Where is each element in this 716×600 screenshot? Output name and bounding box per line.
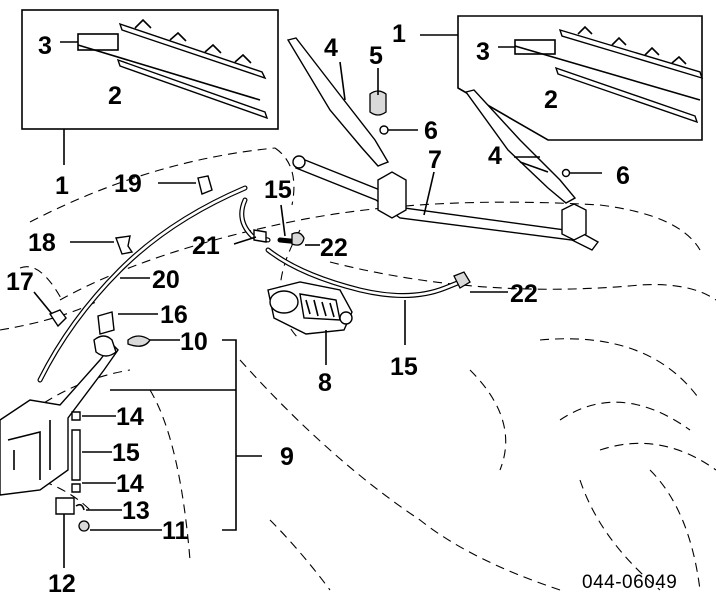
pump-grommet-11 (78, 520, 90, 532)
arm-nut-cap (369, 90, 387, 116)
right-blade-box (420, 15, 704, 141)
vehicle-body-outline (0, 147, 716, 591)
hose-joint-right (453, 271, 471, 289)
callout-12: 12 (48, 570, 76, 598)
diagram-code: 044-06049 (582, 572, 677, 593)
callout-1-top-right: 1 (392, 20, 406, 48)
washer-tank-assembly (0, 311, 262, 568)
callout-6-right: 6 (616, 162, 630, 190)
callout-17: 17 (6, 268, 34, 296)
linkage-pivot-right (561, 203, 587, 241)
callout-7: 7 (428, 146, 442, 174)
tank-cap-16 (97, 311, 115, 335)
callout-11: 11 (162, 517, 189, 545)
right-blade-box-frame (457, 15, 703, 141)
arm-nut-right (561, 168, 571, 178)
callout-1-bottom-left: 1 (55, 172, 69, 200)
hose-joint-21 (253, 229, 267, 243)
callout-14-top: 14 (116, 403, 144, 431)
callout-15-bottom: 15 (390, 353, 418, 381)
left-wiper-blade-insert (116, 58, 269, 120)
callout-20: 20 (152, 266, 180, 294)
callout-15-top: 15 (264, 176, 292, 204)
callout-4-right: 4 (488, 142, 502, 170)
left-wiper-arm (286, 37, 390, 167)
hose-clips (33, 175, 213, 328)
washer-hoses (37, 185, 508, 383)
clip-18 (115, 235, 134, 255)
right-wiper-arm (464, 89, 577, 204)
callout-10: 10 (180, 328, 208, 356)
wiper-arms (286, 37, 602, 204)
callout-4-top: 4 (324, 34, 338, 62)
callout-14-bottom: 14 (116, 470, 144, 498)
tank-filler-neck (93, 335, 117, 357)
callout-2-right: 2 (544, 86, 558, 114)
left-blade-box (21, 9, 279, 165)
wiper-linkage (292, 155, 600, 251)
callout-3-right: 3 (476, 38, 490, 66)
left-blade-box-frame (21, 9, 279, 130)
linkage-pivot-left (377, 171, 407, 219)
callout-13: 13 (122, 497, 150, 525)
hose-clamp-top (291, 232, 305, 246)
right-wiper-blade (558, 28, 704, 80)
callout-22-bottom: 22 (510, 280, 538, 308)
callout-6-top: 6 (424, 117, 438, 145)
callout-3-left: 3 (38, 32, 52, 60)
callout-2-left: 2 (108, 82, 122, 110)
washer-tank (0, 342, 119, 496)
hose-15-tank (71, 429, 81, 481)
washer-pump (55, 497, 75, 515)
callout-18: 18 (28, 229, 56, 257)
callout-22-top: 22 (320, 234, 348, 262)
arm-nut-left (379, 125, 389, 135)
right-wiper-blade-insert (554, 66, 699, 124)
callout-labels: 1 1 2 2 3 3 4 4 5 6 6 7 8 9 10 11 12 13 … (6, 20, 677, 598)
clip-17 (48, 309, 67, 328)
callout-5: 5 (369, 42, 383, 70)
callout-19: 19 (114, 170, 142, 198)
callout-15-mid: 15 (112, 439, 140, 467)
bracket-9 (222, 339, 237, 531)
grommet-14-top (71, 411, 81, 421)
grommet-14-bottom (71, 483, 81, 493)
tank-cap-10 (127, 335, 151, 347)
left-wiper-blade (118, 22, 267, 80)
callout-8: 8 (318, 369, 332, 397)
pump-clip-13 (75, 503, 85, 511)
callout-21: 21 (192, 232, 220, 260)
callout-9: 9 (280, 443, 294, 471)
callout-16: 16 (160, 301, 188, 329)
clip-19 (197, 175, 213, 195)
wiper-motor (267, 281, 353, 365)
